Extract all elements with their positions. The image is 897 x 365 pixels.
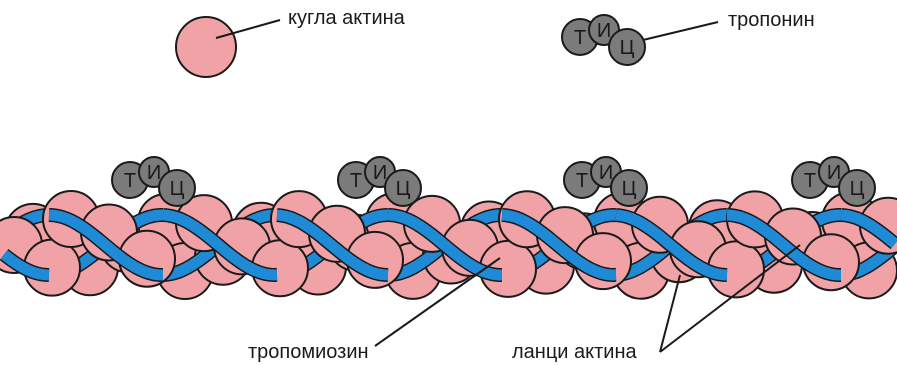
legend-actin-globule: кугла актина <box>176 7 406 77</box>
legend-troponin-t-letter: Т <box>574 27 586 49</box>
troponin-subunit-letter: Ц <box>170 178 185 200</box>
legend-troponin-c-letter: Ц <box>620 37 635 59</box>
tropomyosin-label: тропомиозин <box>248 341 369 363</box>
troponin-subunit-letter: Т <box>804 170 816 192</box>
troponin-subunit-letter: И <box>373 162 387 184</box>
troponin-subunit-letter: И <box>599 162 613 184</box>
legend-actin-label: кугла актина <box>288 7 406 29</box>
troponin-subunit-letter: И <box>827 162 841 184</box>
troponin-subunit-letter: Ц <box>396 178 411 200</box>
troponin-subunit-letter: Ц <box>622 178 637 200</box>
legend-troponin-label: тропонин <box>728 9 815 31</box>
troponin-subunit-letter: Ц <box>850 178 865 200</box>
legend-troponin-i-letter: И <box>597 20 611 42</box>
legend-troponin-leader <box>643 22 718 40</box>
legend-actin-circle <box>176 17 236 77</box>
legend-troponin: Т И Ц тропонин <box>562 9 815 65</box>
troponin-subunit-letter: И <box>147 162 161 184</box>
troponin-subunit-letter: Т <box>350 170 362 192</box>
actin-chains-label: ланци актина <box>512 341 637 363</box>
troponin-subunit-letter: Т <box>124 170 136 192</box>
troponin-subunit-letter: Т <box>576 170 588 192</box>
